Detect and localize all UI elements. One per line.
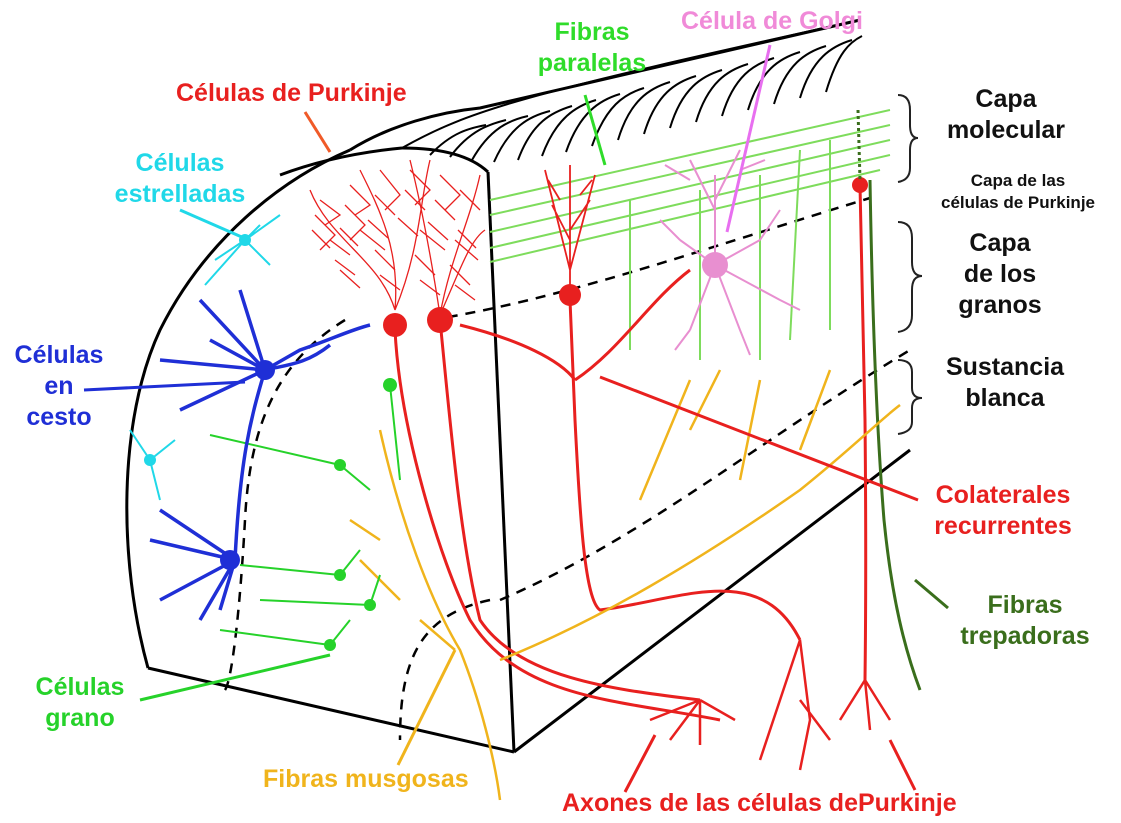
granule-soma-4 xyxy=(364,599,376,611)
arrow-purkinje xyxy=(305,112,330,152)
arrow-estrelladas xyxy=(180,210,244,238)
layer-granos-line1: Capa xyxy=(930,228,1070,259)
inner-curve-edge xyxy=(280,148,402,175)
cortex-block-outline xyxy=(127,20,910,752)
layer-sustancia-line1: Sustancia xyxy=(930,352,1080,383)
layer-capa-molecular: Capa molecular xyxy=(926,84,1086,146)
layer-sustancia-line2: blanca xyxy=(930,383,1080,414)
layer-purkinje-line2: células de Purkinje xyxy=(928,192,1108,214)
basket-soma-1 xyxy=(255,360,275,380)
granule-soma-3 xyxy=(334,569,346,581)
label-celulas-purkinje: Células de Purkinje xyxy=(176,78,407,109)
layer-purkinje-line1: Capa de las xyxy=(928,170,1108,192)
arrow-axones-2 xyxy=(890,740,915,790)
front-top-edge xyxy=(402,148,488,172)
golgi-soma xyxy=(702,252,728,278)
layer-sustancia-blanca: Sustancia blanca xyxy=(930,352,1080,414)
granule-soma-1 xyxy=(383,378,397,392)
brace-white xyxy=(898,360,922,434)
layer-molecular-line2: molecular xyxy=(926,115,1086,146)
layer-capa-purkinje: Capa de las células de Purkinje xyxy=(928,170,1108,214)
bottom-front-edge xyxy=(148,668,514,752)
layer-molecular-line1: Capa xyxy=(926,84,1086,115)
arrow-axones-1 xyxy=(625,735,655,792)
purkinje-dendrites-front xyxy=(310,160,485,315)
purkinje-soma-2 xyxy=(427,307,453,333)
label-fibras-musgosas: Fibras musgosas xyxy=(263,764,469,795)
label-grano-line2: grano xyxy=(20,703,140,734)
label-celulas-grano: Células grano xyxy=(20,672,140,734)
label-cesto-line3: cesto xyxy=(4,402,114,433)
purkinje-dendrites-back xyxy=(545,165,595,295)
label-cesto-line2: en xyxy=(4,371,114,402)
basket-soma-2 xyxy=(220,550,240,570)
label-celulas-cesto: Células en cesto xyxy=(4,340,114,433)
label-celula-golgi: Célula de Golgi xyxy=(681,6,863,37)
granule-soma-5 xyxy=(324,639,336,651)
mossy-fibers xyxy=(350,370,900,800)
purkinje-soma-3 xyxy=(559,284,581,306)
arrow-grano xyxy=(140,655,330,700)
label-colaterales: Colaterales recurrentes xyxy=(918,480,1088,542)
front-inner-dashed-1 xyxy=(225,320,345,690)
arrow-musgosas xyxy=(398,650,455,765)
layer-granos-line2: de los xyxy=(930,259,1070,290)
arrow-trepadoras xyxy=(915,580,948,608)
layer-braces xyxy=(898,95,922,434)
layer-boundaries xyxy=(225,198,910,740)
label-trepadoras-line1: Fibras xyxy=(950,590,1100,621)
label-grano-line1: Células xyxy=(20,672,140,703)
parallel-fibers xyxy=(490,110,890,360)
layer-capa-granos: Capa de los granos xyxy=(930,228,1070,321)
label-celulas-estrelladas: Células estrelladas xyxy=(100,148,260,210)
brace-molecular xyxy=(898,95,918,182)
stellate-soma-2 xyxy=(144,454,156,466)
label-estrelladas-line1: Células xyxy=(100,148,260,179)
label-axones-purkinje: Axones de las células dePurkinje xyxy=(562,788,957,819)
purkinje-axon-terminals xyxy=(650,640,890,770)
climbing-fiber-top xyxy=(858,110,860,180)
outer-curved-surface xyxy=(127,150,350,668)
purkinje-soma-4 xyxy=(852,177,868,193)
brace-granular xyxy=(898,222,922,332)
granule-soma-2 xyxy=(334,459,346,471)
label-trepadoras-line2: trepadoras xyxy=(950,621,1100,652)
purkinje-granular-boundary xyxy=(430,198,870,320)
label-fibras-paralelas-line1: Fibras xyxy=(527,17,657,48)
granular-white-boundary xyxy=(500,350,910,600)
label-colaterales-line1: Colaterales xyxy=(918,480,1088,511)
label-fibras-trepadoras: Fibras trepadoras xyxy=(950,590,1100,652)
purkinje-soma-1 xyxy=(383,313,407,337)
label-estrelladas-line2: estrelladas xyxy=(100,179,260,210)
label-cesto-line1: Células xyxy=(4,340,114,371)
layer-granos-line3: granos xyxy=(930,290,1070,321)
label-colaterales-line2: recurrentes xyxy=(918,511,1088,542)
label-fibras-paralelas: Fibras paralelas xyxy=(527,17,657,79)
label-fibras-paralelas-line2: paralelas xyxy=(527,48,657,79)
